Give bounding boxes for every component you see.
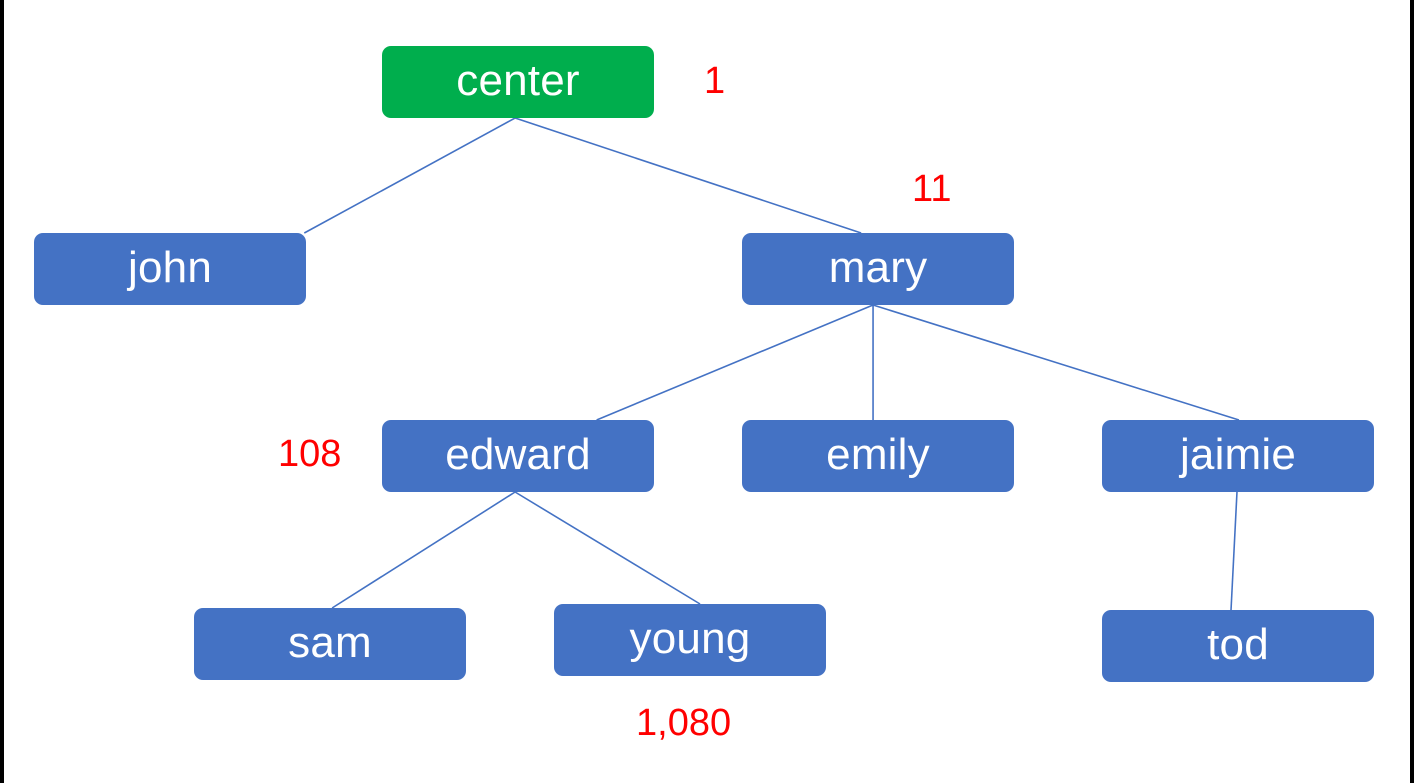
- annot-mary: 11: [912, 168, 952, 210]
- edge-mary-jaimie: [872, 304, 1240, 421]
- node-john[interactable]: john: [34, 233, 306, 305]
- edge-edward-sam: [331, 491, 516, 609]
- node-label-center: center: [456, 56, 580, 105]
- edge-edward-young: [514, 491, 701, 605]
- node-sam[interactable]: sam: [194, 608, 466, 680]
- edge-center-mary: [514, 117, 862, 234]
- node-label-young: young: [629, 614, 751, 663]
- annot-young: 1,080: [636, 702, 732, 744]
- node-center[interactable]: center: [382, 46, 654, 118]
- node-jaimie[interactable]: jaimie: [1102, 420, 1374, 492]
- node-label-john: john: [128, 243, 212, 292]
- node-tod[interactable]: tod: [1102, 610, 1374, 682]
- node-label-emily: emily: [826, 430, 930, 479]
- node-label-jaimie: jaimie: [1179, 430, 1297, 479]
- edge-jaimie-tod: [1230, 491, 1238, 611]
- node-mary[interactable]: mary: [742, 233, 1014, 305]
- node-young[interactable]: young: [554, 604, 826, 676]
- node-label-tod: tod: [1207, 620, 1269, 669]
- edge-center-john: [303, 117, 516, 234]
- node-label-edward: edward: [445, 430, 591, 479]
- node-emily[interactable]: emily: [742, 420, 1014, 492]
- node-label-mary: mary: [828, 243, 928, 292]
- node-label-sam: sam: [288, 618, 372, 667]
- annot-center: 1: [704, 60, 726, 102]
- edge-mary-edward: [596, 304, 874, 421]
- annot-edward: 108: [278, 433, 342, 475]
- node-edward[interactable]: edward: [382, 420, 654, 492]
